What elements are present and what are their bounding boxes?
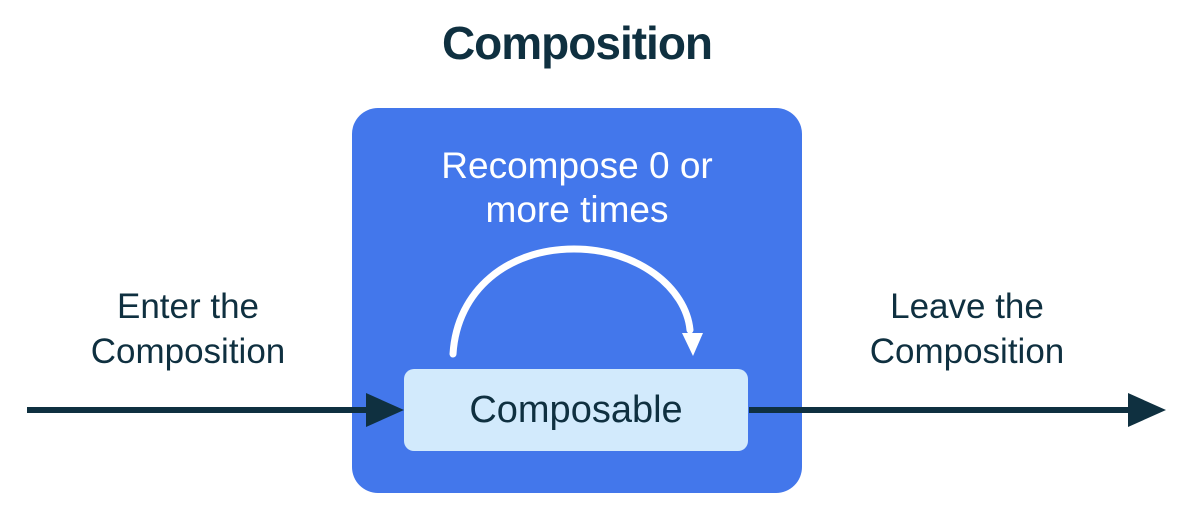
composable-box: Composable [404,369,748,451]
diagram-title: Composition [441,17,713,69]
enter-arrow-icon [27,393,404,427]
leave-arrow-icon [749,393,1166,427]
recompose-label: Recompose 0 or more times [441,145,713,230]
composable-label: Composable [469,388,683,431]
enter-label: Enter the Composition [90,287,286,371]
leave-label: Leave the Composition [869,287,1065,371]
